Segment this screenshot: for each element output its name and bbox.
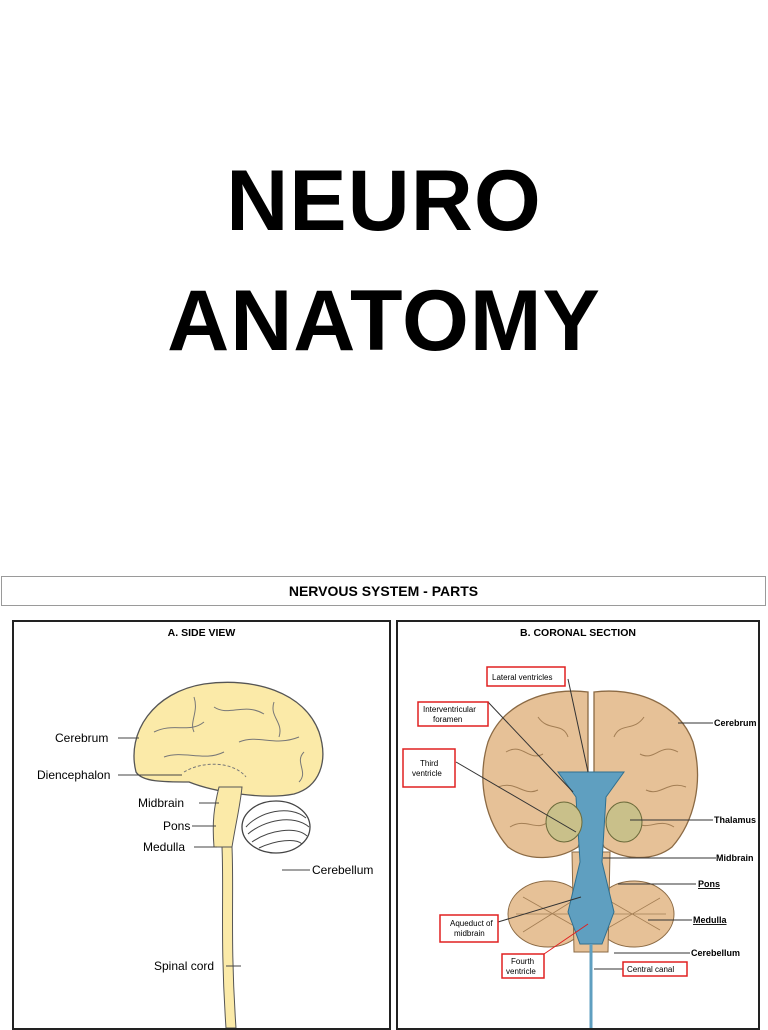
label-midbrain: Midbrain	[138, 796, 184, 810]
label-medulla: Medulla	[143, 840, 185, 854]
spinal-cord-shape	[221, 846, 237, 1028]
label-third-ventricle-2: ventricle	[412, 769, 442, 778]
cerebrum-shape	[133, 681, 324, 797]
label-central-canal: Central canal	[627, 965, 674, 974]
label-pons: Pons	[698, 879, 720, 889]
label-aqueduct-2: midbrain	[454, 929, 485, 938]
label-cerebrum: Cerebrum	[714, 718, 757, 728]
coronal-section-diagram: Lateral ventricles Interventricular fora…	[402, 666, 757, 1028]
ventricle-system-shape	[557, 771, 625, 945]
label-medulla: Medulla	[693, 915, 727, 925]
label-pons: Pons	[163, 819, 190, 833]
thalamus-left-shape	[545, 801, 583, 843]
thalamus-right-shape	[605, 801, 643, 843]
label-cerebrum: Cerebrum	[55, 731, 108, 745]
label-fourth-ventricle-2: ventricle	[506, 967, 536, 976]
label-third-ventricle-1: Third	[420, 759, 438, 768]
section-banner: NERVOUS SYSTEM - PARTS	[1, 576, 766, 606]
label-fourth-ventricle-1: Fourth	[511, 957, 534, 966]
coronal-section-panel: B. CORONAL SECTION Lateral v	[396, 620, 760, 1030]
label-cerebellum: Cerebellum	[691, 948, 740, 958]
label-interventricular-1: Interventricular	[423, 705, 476, 714]
label-aqueduct-1: Aqueduct of	[450, 919, 493, 928]
label-interventricular-2: foramen	[433, 715, 462, 724]
label-spinal-cord: Spinal cord	[154, 959, 214, 973]
cerebellum-shape	[241, 800, 311, 854]
side-view-title: A. SIDE VIEW	[167, 627, 236, 639]
label-cerebellum: Cerebellum	[312, 863, 373, 877]
label-lateral-ventricles: Lateral ventricles	[492, 673, 552, 682]
side-view-panel: A. SIDE VIEW Cerebrum Diencephalon Midbr…	[12, 620, 391, 1030]
title-line-2: ANATOMY	[167, 273, 601, 369]
label-diencephalon: Diencephalon	[37, 768, 110, 782]
coronal-section-title: B. CORONAL SECTION	[520, 627, 636, 639]
brainstem-shape	[212, 786, 243, 848]
title-line-1: NEURO	[226, 153, 542, 249]
side-view-diagram: Cerebrum Diencephalon Midbrain Pons Medu…	[37, 681, 373, 1028]
label-midbrain: Midbrain	[716, 853, 754, 863]
label-thalamus: Thalamus	[714, 815, 756, 825]
